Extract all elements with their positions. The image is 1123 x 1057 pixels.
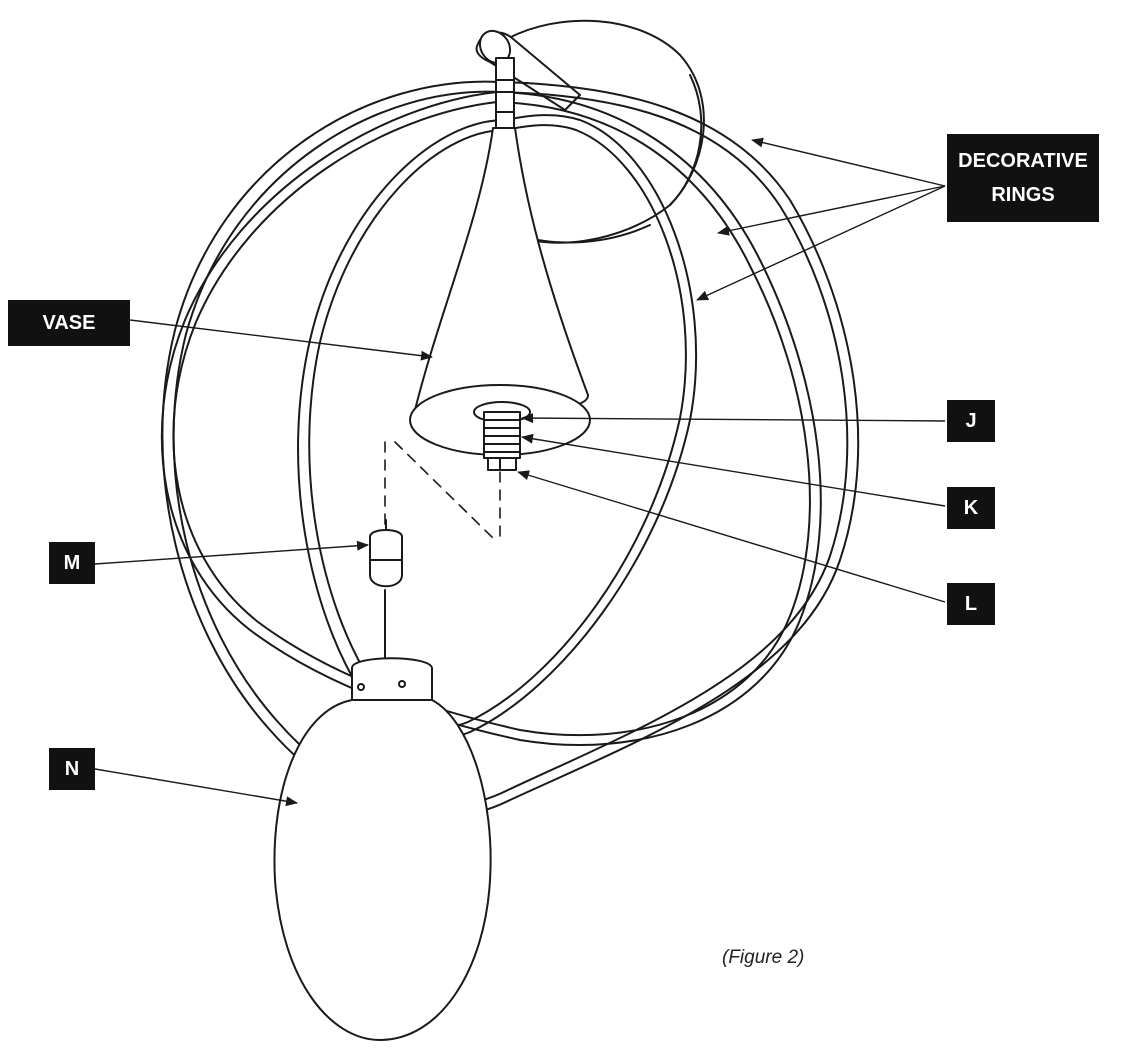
figure-caption: (Figure 2): [722, 947, 805, 968]
label-k: K: [947, 487, 995, 529]
label-decorative-rings-line1: DECORATIVE: [958, 150, 1088, 172]
glass-shade-n: [273, 657, 492, 1041]
leader-decorative-2: [717, 185, 946, 236]
label-decorative-rings: DECORATIVE RINGS: [947, 134, 1099, 222]
label-j: J: [947, 400, 995, 442]
decorative-ring-middle: [160, 91, 822, 746]
leader-k: [521, 433, 946, 507]
assembly-guide-dashed: [384, 441, 501, 541]
wall-canopy: [504, 19, 705, 244]
leader-vase: [129, 319, 433, 361]
label-vase: VASE: [8, 300, 130, 346]
leader-decorative-1: [751, 137, 946, 187]
leader-decorative-3: [696, 185, 946, 301]
bulb-m: [369, 519, 403, 669]
leader-m: [94, 540, 369, 565]
leader-j: [521, 413, 946, 424]
label-n: N: [49, 748, 95, 790]
decorative-ring-inner: [297, 114, 698, 739]
label-l: L: [947, 583, 995, 625]
label-decorative-rings-line2: RINGS: [991, 184, 1055, 206]
leader-n: [94, 768, 298, 807]
decorative-ring-outer: [161, 80, 860, 819]
label-m: M: [49, 542, 95, 584]
hanging-stem: [495, 57, 515, 129]
leader-l: [517, 470, 946, 603]
socket-assembly: [473, 401, 531, 471]
